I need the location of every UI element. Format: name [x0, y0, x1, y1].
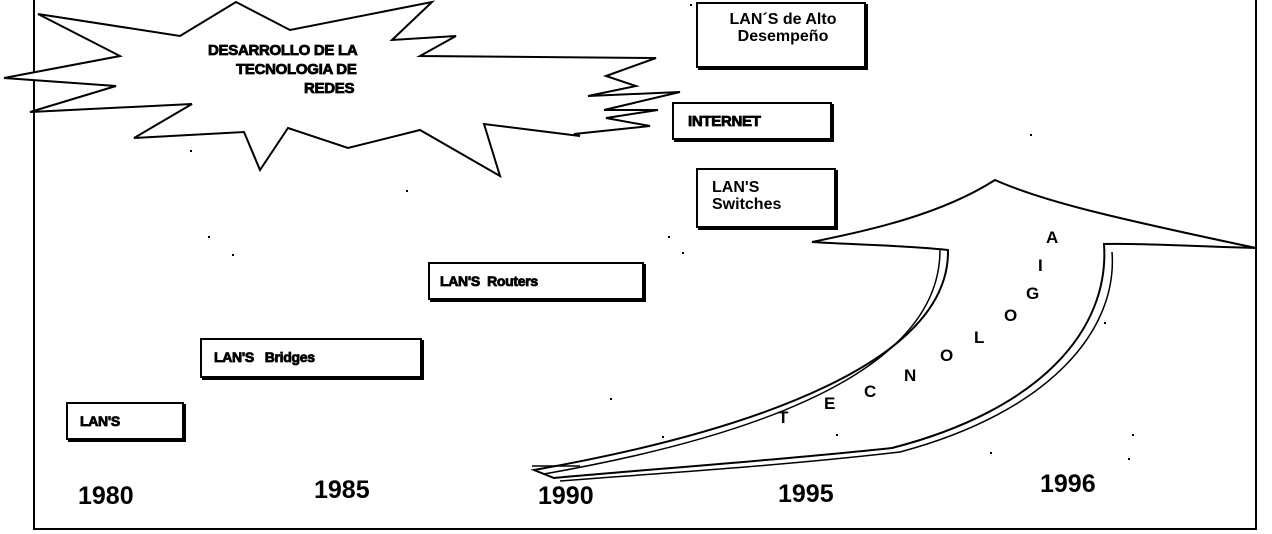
year-label-1985: 1985 [314, 476, 370, 504]
stage-label-switches: LAN'S Switches [712, 179, 782, 213]
scan-speck [610, 398, 612, 400]
trend-letter-g: G [1026, 284, 1040, 303]
stage-box-internet: INTERNET [672, 102, 832, 140]
scan-speck [1132, 434, 1134, 436]
year-label-1990: 1990 [538, 482, 594, 510]
scan-speck [690, 4, 692, 6]
scan-speck [232, 254, 234, 256]
trend-letter-n: N [904, 366, 917, 385]
title-line-1: DESARROLLO DE LA [208, 42, 358, 60]
title-line-2: TECNOLOGIA DE [236, 60, 358, 78]
scan-speck [406, 190, 408, 192]
stage-box-alto-desempeno: LAN´S de Alto Desempeño [696, 2, 866, 68]
diagram-title: DESARROLLO DE LA TECNOLOGIA DE REDES [208, 42, 358, 98]
trend-arrow-inner-edge [543, 249, 941, 475]
trend-arrow-inner-edge-right [559, 251, 1114, 482]
title-starburst [3, 0, 681, 179]
scan-speck [990, 452, 992, 454]
scan-speck [1030, 134, 1032, 136]
scan-speck [1128, 458, 1130, 460]
scan-speck [190, 150, 192, 152]
scan-speck [668, 236, 670, 238]
stage-label-internet: INTERNET [688, 113, 762, 130]
stage-box-lans: LAN'S [66, 402, 184, 440]
scan-speck [662, 436, 664, 438]
trend-letter-i: I [1038, 256, 1043, 275]
year-label-1995: 1995 [778, 480, 834, 508]
trend-letter-a: A [1046, 228, 1059, 247]
stage-label-alto-desempeno: LAN´S de Alto Desempeño [729, 11, 837, 45]
scan-speck [208, 236, 210, 238]
technology-trend-arrow [530, 178, 1257, 480]
stage-box-routers: LAN'S Routers [428, 262, 644, 300]
title-line-3: REDES [304, 79, 355, 97]
trend-letter-t: T [778, 408, 789, 427]
scan-speck [1104, 322, 1106, 324]
stage-box-bridges: LAN'S Bridges [200, 338, 422, 378]
trend-letter-e: E [824, 394, 836, 413]
year-label-1996: 1996 [1040, 470, 1096, 498]
trend-letter-l: L [974, 328, 985, 347]
diagram-frame [33, 0, 1257, 530]
stage-box-switches: LAN'S Switches [696, 168, 836, 228]
scan-speck [836, 434, 838, 436]
stage-label-routers: LAN'S Routers [440, 273, 539, 289]
stage-label-lans: LAN'S [80, 413, 121, 429]
trend-letter-o1: O [940, 346, 954, 365]
trend-letter-c: C [864, 382, 877, 401]
year-label-1980: 1980 [78, 482, 134, 510]
trend-letter-o2: O [1004, 306, 1018, 325]
scan-speck [682, 252, 684, 254]
stage-label-bridges: LAN'S Bridges [214, 349, 316, 365]
